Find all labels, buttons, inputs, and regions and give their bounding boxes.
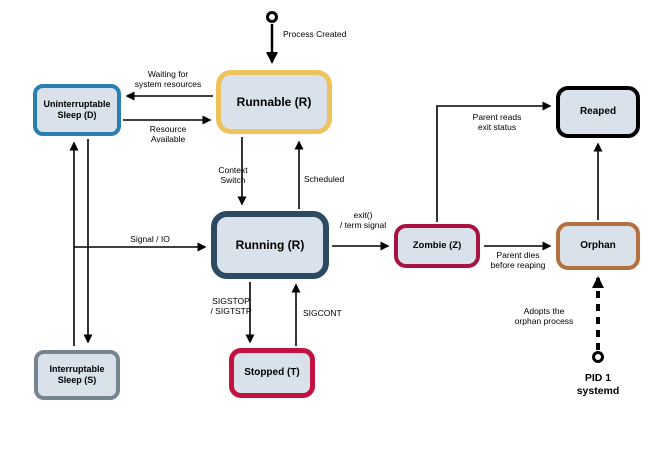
node-uninterruptable-sleep: Uninterruptable Sleep (D)	[33, 84, 121, 136]
label-context-switch: Context Switch	[218, 165, 248, 186]
node-interruptable-sleep: Interruptable Sleep (S)	[34, 350, 120, 400]
label-process-created: Process Created	[283, 29, 347, 39]
label-sigcont: SIGCONT	[303, 308, 342, 318]
label-resource-available: Resource Available	[149, 124, 187, 145]
pid1-circle	[592, 351, 604, 363]
node-orphan: Orphan	[556, 222, 640, 270]
node-zombie: Zombie (Z)	[394, 224, 480, 268]
label-parent-reads-exit-status: Parent reads exit status	[472, 112, 522, 133]
label-signal-io: Signal / IO	[130, 234, 170, 244]
label-scheduled: Scheduled	[304, 174, 345, 184]
label-exit-term-signal: exit() / term signal	[339, 210, 387, 231]
label-parent-dies-before-reaping: Parent dies before reaping	[490, 250, 546, 271]
edge-parent-reads	[436, 101, 552, 222]
label-sigstop: SIGSTOP / SIGTSTP	[210, 296, 252, 317]
node-runnable: Runnable (R)	[216, 70, 332, 134]
label-adopts-orphan-process: Adopts the orphan process	[514, 306, 574, 327]
node-running: Running (R)	[211, 211, 329, 279]
start-state-circle	[266, 11, 278, 23]
label-pid1-systemd: PID 1 systemd	[576, 372, 620, 397]
node-stopped: Stopped (T)	[229, 348, 315, 398]
label-waiting-for-resources: Waiting for system resources	[134, 69, 202, 90]
node-reaped: Reaped	[556, 86, 640, 138]
